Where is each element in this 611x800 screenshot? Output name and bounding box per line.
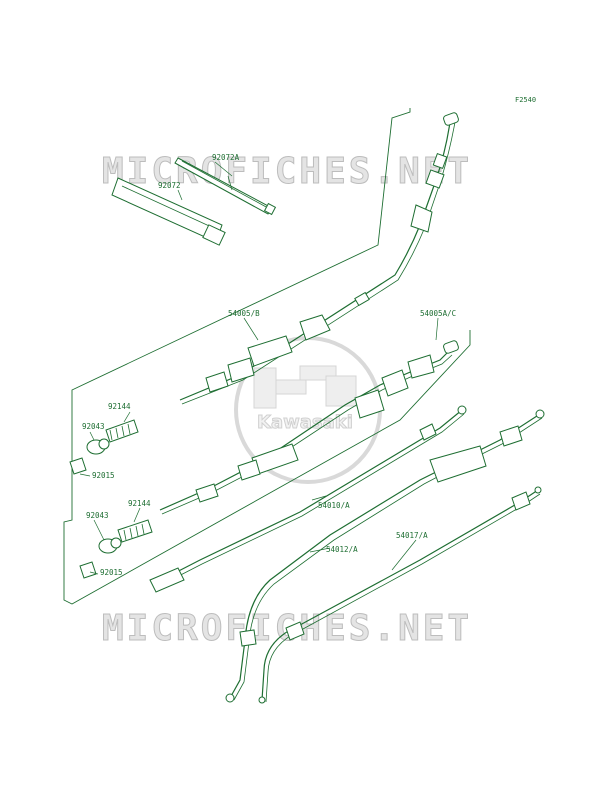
label-92144-bot: 92144 (128, 499, 151, 508)
label-92144-top: 92144 (108, 402, 131, 411)
strap-92072A (174, 157, 277, 216)
cable-54010A (149, 405, 467, 593)
label-54012A: 54012/A (326, 545, 358, 554)
label-92072A: 92072A (212, 153, 240, 162)
label-92043-top: 92043 (82, 422, 105, 431)
label-92015-bot: 92015 (100, 568, 123, 577)
label-54005B: 54005/B (228, 309, 260, 318)
strap-92072 (111, 177, 226, 246)
reference-code: F2540 (515, 96, 536, 104)
spring-92144-bot (117, 519, 153, 543)
holder-92043-top (86, 438, 110, 455)
label-92072: 92072 (158, 181, 181, 190)
cable-54005AC (159, 340, 459, 515)
logo-text: Kawasaki (257, 412, 353, 433)
label-92015-top: 92015 (92, 471, 115, 480)
cable-54005B (179, 112, 459, 405)
cable-54012A (225, 409, 545, 703)
label-54017A: 54017/A (396, 531, 428, 540)
cable-54017A (258, 486, 542, 704)
label-54010A: 54010/A (318, 501, 350, 510)
spring-92144-top (105, 419, 139, 443)
label-54005AC: 54005A/C (420, 309, 456, 318)
watermark-top: MICROFICHES.NET (102, 151, 472, 192)
label-92043-bot: 92043 (86, 511, 109, 520)
holder-92043-bot (98, 537, 122, 554)
group-outline-throttle-cables (63, 108, 471, 605)
screw-92015-bot (79, 561, 97, 579)
screw-92015-top (69, 457, 87, 475)
watermark-bottom: MICROFICHES.NET (102, 608, 472, 649)
